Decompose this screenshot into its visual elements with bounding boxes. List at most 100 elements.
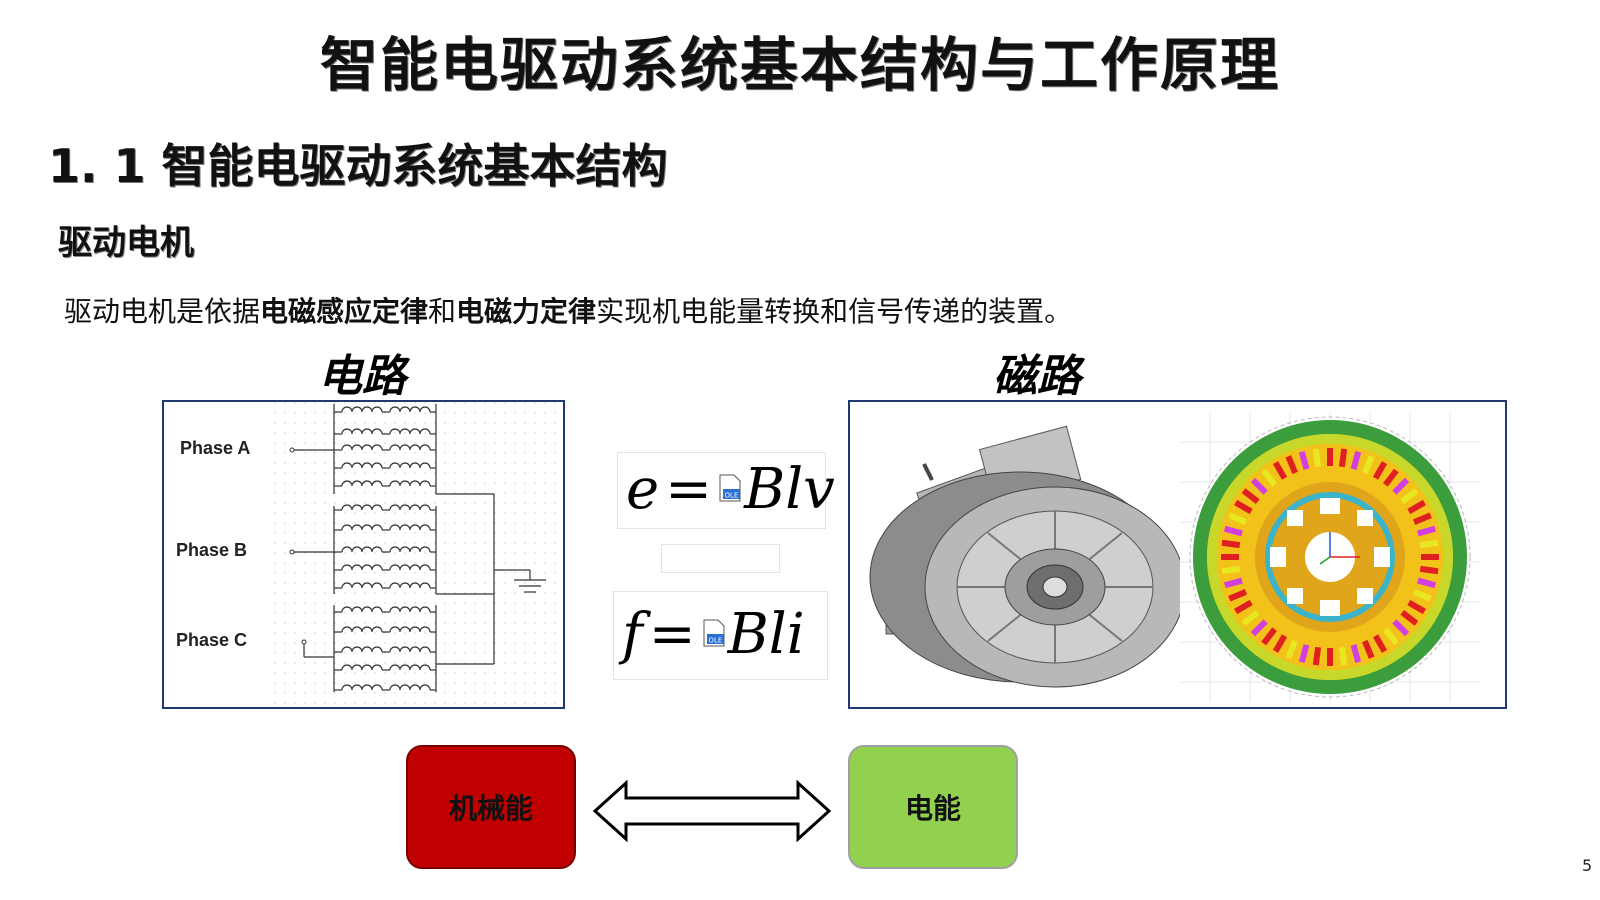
stator-slot (1261, 627, 1277, 646)
induction-rhs: Blv (744, 457, 835, 522)
faraday-law-text: 电磁感应定律 (260, 295, 429, 328)
electrical-energy-box: 电能 (848, 745, 1018, 869)
stator-slot (1298, 644, 1310, 664)
winding-circuit-diagram (274, 402, 563, 707)
motor-and-flux-images (869, 412, 1480, 702)
stator-slot (1241, 488, 1260, 504)
stator-slot (1392, 619, 1410, 637)
stator-slot (1223, 525, 1243, 537)
stator-slot (1400, 488, 1419, 504)
stator-slot (1412, 589, 1432, 602)
stator-slot (1350, 450, 1362, 470)
stator-slot (1372, 461, 1388, 480)
force-law-text: 电磁力定律 (456, 295, 597, 328)
stator-slot (1417, 577, 1437, 589)
stator-slot (1338, 448, 1348, 468)
electric-motor-image (869, 425, 1186, 688)
stator-slot (1327, 448, 1333, 466)
description-mid: 和 (428, 295, 457, 328)
inductor-coil (341, 582, 383, 589)
stator-slot (1223, 577, 1243, 589)
stator-slot (1228, 589, 1248, 602)
inductor-coil (389, 546, 431, 553)
inductor-coil (389, 480, 431, 487)
stator-slot (1312, 448, 1322, 468)
stator-slot (1272, 461, 1288, 480)
stator-slot (1350, 644, 1362, 664)
induction-lhs: e (626, 457, 660, 522)
stator-slot (1372, 634, 1388, 653)
stator-slot (1285, 639, 1298, 659)
subsection-title: 驱动电机 (58, 223, 194, 263)
stator-slot (1400, 610, 1419, 626)
inductor-coil (341, 504, 383, 511)
force-lhs: f (622, 602, 643, 667)
svg-text:OLE: OLE (725, 491, 739, 499)
circuit-label: 电路 (318, 351, 406, 402)
inductor-coil (341, 546, 383, 553)
inductor-coil (341, 480, 383, 487)
stator-slot (1250, 477, 1268, 495)
ole-object-icon: OLE (719, 474, 741, 501)
inductor-coil (389, 606, 431, 613)
stator-slot (1407, 499, 1426, 515)
inductor-coil (341, 626, 383, 633)
inductor-coil (389, 406, 431, 413)
force-equation: f= OLE Bli (613, 591, 828, 680)
inductor-coil (389, 428, 431, 435)
stator-slot (1261, 468, 1277, 487)
page-title: 智能电驱动系统基本结构与工作原理 (319, 31, 1280, 99)
force-equals: = (648, 602, 696, 667)
stator-slot (1383, 627, 1399, 646)
page-number: 5 (1582, 856, 1593, 875)
flux-density-plot (1180, 412, 1480, 702)
double-arrow-icon (592, 780, 832, 842)
inductor-coil (341, 606, 383, 613)
equation-placeholder-box (661, 544, 780, 573)
stator-slot (1362, 455, 1375, 475)
stator-slot (1250, 619, 1268, 637)
ole-object-icon: OLE (703, 619, 725, 646)
stator-slot (1241, 610, 1260, 626)
stator-slot (1417, 525, 1437, 537)
force-rhs: Bli (727, 602, 805, 667)
stator-slot (1234, 499, 1253, 515)
phase-a-label: Phase A (180, 438, 251, 458)
inductor-coil (389, 646, 431, 653)
inductor-coil (341, 444, 383, 451)
inductor-coil (389, 524, 431, 531)
inductor-coil (341, 664, 383, 671)
stator-slot (1234, 599, 1253, 615)
magnetic-label: 磁路 (993, 351, 1081, 402)
inductor-coil (389, 504, 431, 511)
inductor-coil (389, 664, 431, 671)
inductor-coil (389, 564, 431, 571)
phase-b-label: Phase B (176, 540, 248, 560)
stator-slot (1392, 477, 1410, 495)
stator-slot (1285, 455, 1298, 475)
inductor-coil (341, 646, 383, 653)
circuit-diagram-panel: Phase A Phase B Phase C (162, 400, 565, 709)
stator-slot (1312, 646, 1322, 666)
inductor-coil (341, 462, 383, 469)
stator-slot (1412, 512, 1432, 525)
stator-slot (1272, 634, 1288, 653)
stator-slot (1383, 468, 1399, 487)
stator-slot (1221, 539, 1241, 549)
inductor-coil (389, 444, 431, 451)
section-title: 1. 1 智能电驱动系统基本结构 (48, 139, 668, 193)
inductor-coil (341, 428, 383, 435)
inductor-coil (389, 626, 431, 633)
stator-slot (1338, 646, 1348, 666)
stator-slot (1421, 554, 1439, 560)
inductor-coil (341, 406, 383, 413)
inductor-coil (389, 684, 431, 691)
stator-slot (1327, 648, 1333, 666)
stator-slot (1407, 599, 1426, 615)
magnetic-circuit-panel (848, 400, 1507, 709)
description-prefix: 驱动电机是依据 (64, 295, 261, 328)
inductor-coil (389, 462, 431, 469)
svg-text:OLE: OLE (708, 636, 722, 644)
description-suffix: 实现机电能量转换和信号传递的装置。 (596, 295, 1073, 328)
